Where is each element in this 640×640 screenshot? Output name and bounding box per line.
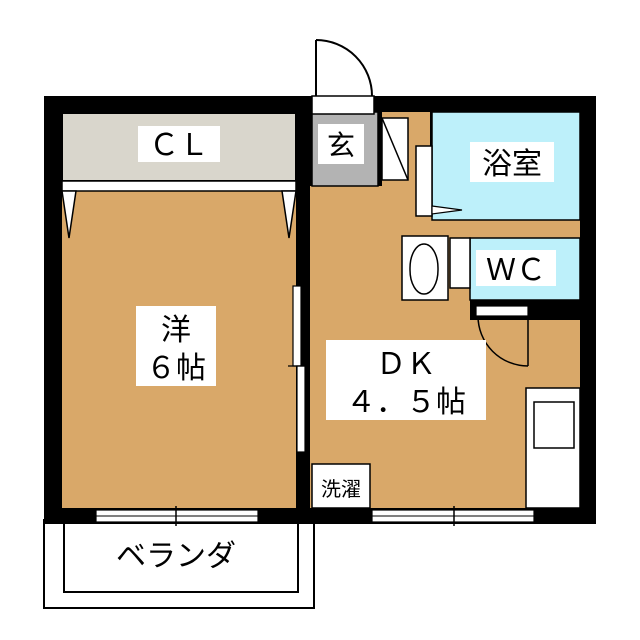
balcony: ベランダ — [43, 519, 315, 609]
laundry: 洗濯 — [311, 463, 371, 509]
dk-label-box: ＤＫ ４．５帖 — [326, 340, 486, 420]
closet-label: ＣＬ — [149, 128, 209, 163]
western-room-label-1: 洋 — [161, 313, 191, 348]
closet: ＣＬ — [61, 112, 297, 239]
laundry-label: 洗濯 — [321, 477, 361, 501]
balcony-label: ベランダ — [116, 539, 236, 574]
western-room-label-2: ６帖 — [146, 351, 206, 386]
entrance-door — [311, 39, 375, 115]
entrance-label: 玄 — [327, 129, 355, 162]
dk-label-1: ＤＫ — [376, 347, 436, 382]
entrance: 玄 — [311, 111, 409, 187]
toilet-label: ＷＣ — [486, 253, 546, 288]
bathroom: 浴室 — [415, 111, 581, 221]
dk-label-2: ４．５帖 — [346, 385, 466, 420]
toilet-door — [475, 305, 529, 367]
bathroom-label: 浴室 — [482, 147, 542, 182]
windows — [95, 506, 535, 526]
kitchen-counter — [525, 387, 581, 509]
room-sliding-door — [288, 285, 310, 453]
toilet: ＷＣ — [401, 235, 581, 301]
western-room-label-box: 洋 ６帖 — [136, 306, 216, 386]
